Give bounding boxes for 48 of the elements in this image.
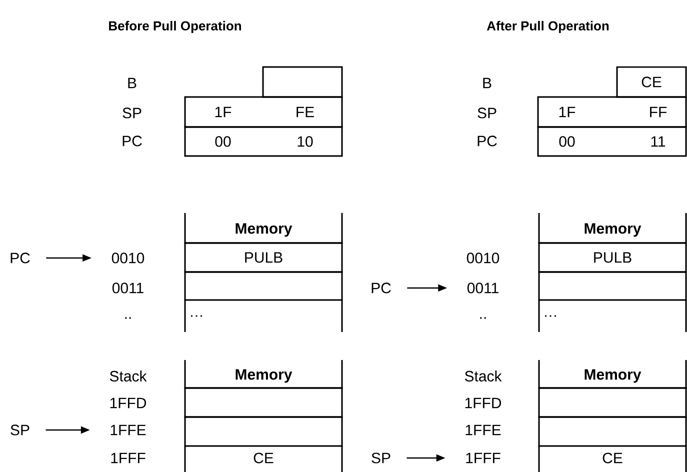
heading: Before Pull Operation xyxy=(109,20,241,34)
register-box: 00 10 xyxy=(184,126,343,157)
address: 0011 xyxy=(112,282,144,294)
address: 1FFF xyxy=(111,452,146,464)
register-box: CE xyxy=(616,66,687,98)
memory-cell xyxy=(538,387,687,418)
address: 0010 xyxy=(466,252,500,264)
memory-cell xyxy=(184,387,343,418)
memory-header: Memory xyxy=(538,213,687,244)
address-label: 1FFF xyxy=(466,452,500,464)
pointer-name: SP xyxy=(10,424,30,436)
memory-cell: PULB xyxy=(538,242,687,273)
address: .. xyxy=(125,317,131,319)
heading: After Pull Operation xyxy=(486,20,609,34)
address: .. xyxy=(480,317,486,319)
memory-header: Memory xyxy=(538,360,687,389)
pointer-name: PC xyxy=(372,282,391,294)
reg-name: SP xyxy=(122,108,142,118)
reg-name: PC xyxy=(122,136,142,146)
reg-name: B xyxy=(483,78,492,88)
address: Stack xyxy=(464,370,502,382)
address: 1FFD xyxy=(465,398,502,408)
reg-name: SP xyxy=(478,108,496,118)
memory-cell: PULB xyxy=(184,242,343,273)
address-label: 1FFE xyxy=(110,424,146,436)
register-box: 1F FF xyxy=(537,96,687,128)
address: 1FFE xyxy=(466,424,501,436)
address-label: 0010 xyxy=(112,252,144,264)
reg-name: PC xyxy=(478,136,497,146)
memory-cell: CE xyxy=(538,446,687,472)
register-box xyxy=(262,66,343,98)
memory-cell xyxy=(538,416,687,447)
memory-cell: … xyxy=(184,300,343,332)
memory-header: Memory xyxy=(184,360,343,389)
memory-cell xyxy=(538,271,687,301)
memory-header: Memory xyxy=(184,213,343,244)
memory-cell: CE xyxy=(184,446,343,472)
register-box: 1F FE xyxy=(184,96,343,128)
address-label: 0011 xyxy=(467,282,498,294)
pointer-name: SP xyxy=(372,452,390,464)
pointer-name: PC xyxy=(10,252,30,264)
memory-cell: … xyxy=(538,300,687,332)
address: 1FFD xyxy=(110,398,146,408)
address: Stack xyxy=(110,370,147,382)
reg-name: B xyxy=(128,78,136,88)
register-box: 00 11 xyxy=(537,126,687,157)
memory-cell xyxy=(184,271,343,301)
memory-cell xyxy=(184,416,343,447)
